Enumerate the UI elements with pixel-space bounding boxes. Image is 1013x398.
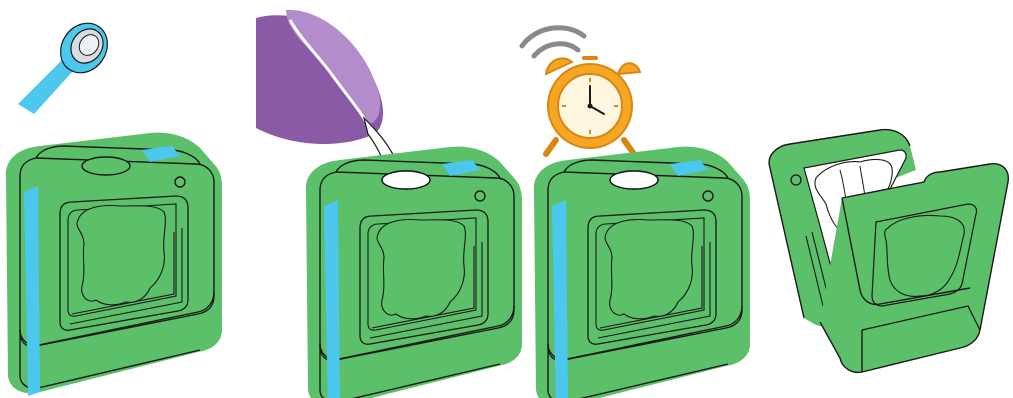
step-2 bbox=[256, 10, 522, 398]
step-1 bbox=[6, 14, 222, 396]
open-mold-icon bbox=[769, 130, 1008, 373]
closed-mold bbox=[6, 133, 222, 396]
alarm-clock-icon bbox=[522, 28, 640, 154]
filled-mold bbox=[306, 147, 522, 398]
tape-roll-icon bbox=[18, 14, 117, 114]
pouring-cup-icon bbox=[256, 10, 383, 144]
step-3 bbox=[522, 28, 750, 398]
step-4 bbox=[769, 130, 1008, 373]
curing-mold bbox=[534, 147, 750, 398]
